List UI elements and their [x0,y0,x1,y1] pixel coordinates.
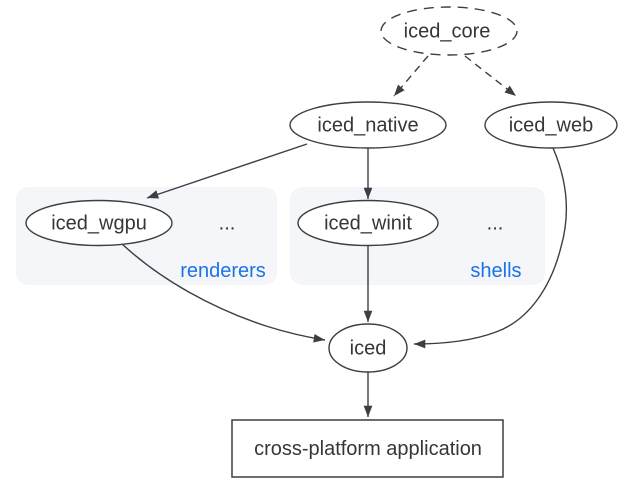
node-iced_native [289,101,447,149]
node-iced_core-label: iced_core [404,21,491,43]
node-iced_web-label: iced_web [509,115,594,137]
edge-iced_native-to-iced_wgpu [146,143,308,199]
node-iced_winit-label: iced_winit [324,213,412,235]
group-shells-ellipsis: ... [487,213,504,235]
node-application-label: cross-platform application [254,438,482,460]
edge-iced_core-to-iced_web [464,55,517,97]
node-iced_winit [297,199,439,247]
edge-iced_web-to-iced [413,147,567,349]
edge-iced_wgpu-to-iced [119,241,326,343]
node-iced_core [380,6,518,56]
group-shells-label: shells [470,260,521,282]
node-iced_web [484,101,618,149]
node-application [231,419,504,478]
node-iced_wgpu-label: iced_wgpu [51,213,147,235]
node-iced_native-label: iced_native [317,115,418,137]
node-iced_wgpu [25,199,173,247]
group-renderers-ellipsis: ... [219,213,236,235]
edge-iced_core-to-iced_native [393,55,429,97]
node-iced [328,323,408,373]
node-iced-label: iced [350,338,387,360]
group-renderers-label: renderers [180,260,266,282]
